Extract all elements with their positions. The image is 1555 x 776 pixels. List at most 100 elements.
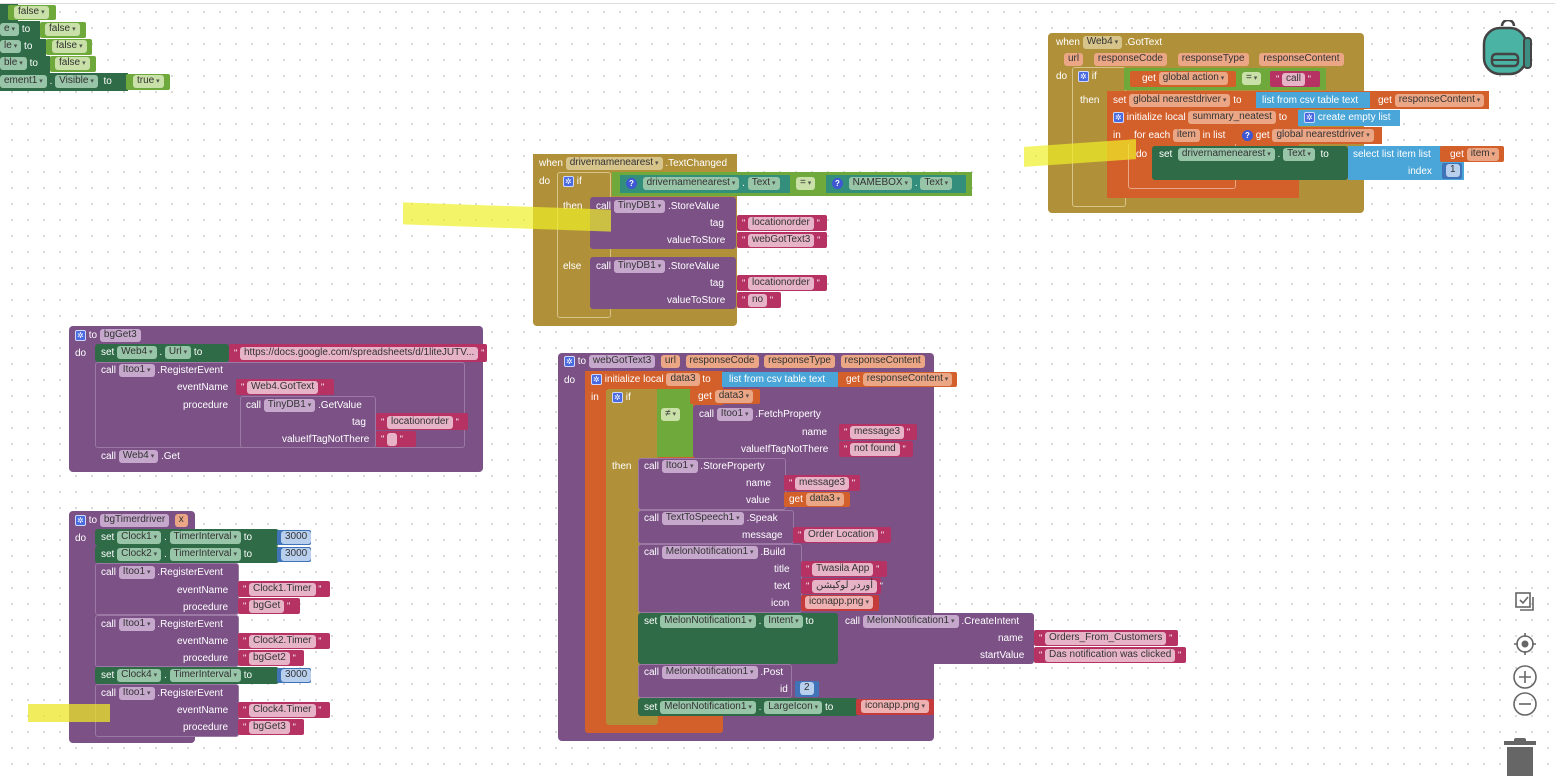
component-dropdown[interactable]: drivernamenearest xyxy=(1177,148,1275,161)
mutator-gear-icon[interactable] xyxy=(612,391,623,405)
operator-dropdown[interactable]: ≠ xyxy=(661,408,680,421)
tag-string[interactable]: locationorder xyxy=(386,415,453,429)
procedure-string[interactable]: bgGet3 xyxy=(248,720,290,734)
interval-value[interactable]: 3000 xyxy=(281,548,312,561)
clock-dropdown[interactable]: Clock1 xyxy=(117,531,162,544)
melon-dropdown[interactable]: MelonNotification1 xyxy=(661,546,758,559)
itoo-dropdown[interactable]: Itoo1 xyxy=(716,408,753,421)
interval-value[interactable]: 3000 xyxy=(281,669,312,682)
name-string[interactable]: message3 xyxy=(794,476,850,490)
mutator-gear-icon[interactable] xyxy=(1113,111,1124,125)
component-dropdown[interactable]: drivernamenearest xyxy=(642,177,740,190)
global-nearest-dropdown[interactable]: global nearestdriver xyxy=(1272,129,1374,142)
mutator-gear-icon[interactable] xyxy=(1304,111,1315,125)
intent-name-string[interactable]: Orders_From_Customers xyxy=(1044,631,1167,645)
help-icon[interactable]: ? xyxy=(626,178,637,189)
false-value[interactable]: false xyxy=(14,6,49,19)
itoo-dropdown[interactable]: Itoo1 xyxy=(118,618,155,631)
prop-dropdown[interactable]: le xyxy=(0,40,22,53)
global-action-dropdown[interactable]: global action xyxy=(1158,72,1229,85)
tts-dropdown[interactable]: TextToSpeech1 xyxy=(661,512,744,525)
interval-value[interactable]: 3000 xyxy=(281,531,312,544)
empty-string[interactable] xyxy=(386,432,397,446)
property-dropdown[interactable]: Url xyxy=(164,346,192,359)
param-responsecontent[interactable]: responseContent xyxy=(1259,53,1344,66)
local-name-field[interactable]: summary_neatest xyxy=(1188,111,1276,124)
procedure-string[interactable]: bgGet xyxy=(248,599,285,613)
text-string[interactable]: أوردر لوكيشن xyxy=(811,579,878,593)
index-value[interactable]: 1 xyxy=(1446,164,1460,177)
message-string[interactable]: Order Location xyxy=(803,528,879,542)
not-found-string[interactable]: not found xyxy=(849,442,900,456)
name-string[interactable]: message3 xyxy=(849,425,905,439)
itoo-dropdown[interactable]: Itoo1 xyxy=(118,566,155,579)
clock-dropdown[interactable]: Clock4 xyxy=(117,669,162,682)
large-icon-dropdown[interactable]: LargeIcon xyxy=(764,701,823,714)
true-value[interactable]: true xyxy=(133,75,164,88)
procedure-name-field[interactable]: bgTimerdriver xyxy=(99,514,170,527)
web-dropdown[interactable]: Web4 xyxy=(118,450,159,463)
procedure-name-field[interactable]: webGotText3 xyxy=(588,355,656,368)
db-dropdown[interactable]: TinyDB1 xyxy=(613,260,666,273)
component-dropdown[interactable]: NAMEBOX xyxy=(848,177,913,190)
operator-dropdown[interactable]: = xyxy=(796,177,816,190)
tag-string[interactable]: locationorder xyxy=(747,276,814,290)
component-dropdown[interactable]: Web4 xyxy=(117,346,157,359)
component-dropdown[interactable]: drivernamenearest xyxy=(565,157,663,170)
prop-dropdown[interactable]: ble xyxy=(0,57,27,70)
local-name-field[interactable]: data3 xyxy=(666,373,700,386)
timer-interval-dropdown[interactable]: TimerInterval xyxy=(169,669,241,682)
false-value[interactable]: false xyxy=(52,40,87,53)
zoom-out-icon[interactable] xyxy=(1512,691,1538,720)
component-dropdown[interactable]: ement1 xyxy=(0,75,47,88)
cleanup-icon[interactable] xyxy=(1514,591,1536,616)
item-var[interactable]: item xyxy=(1172,129,1200,142)
mutator-gear-icon[interactable] xyxy=(563,175,574,189)
param-responsecode[interactable]: responseCode xyxy=(1093,53,1167,66)
item-dropdown[interactable]: item xyxy=(1466,148,1500,161)
tag-string[interactable]: locationorder xyxy=(747,216,814,230)
call-string[interactable]: call xyxy=(1281,72,1305,86)
param-responsetype[interactable]: responseType xyxy=(764,355,835,368)
id-value[interactable]: 2 xyxy=(800,682,814,695)
itoo-dropdown[interactable]: Itoo1 xyxy=(118,364,155,377)
param-url[interactable]: url xyxy=(660,355,680,368)
property-dropdown[interactable]: Text xyxy=(920,177,953,190)
operator-dropdown[interactable]: = xyxy=(1242,72,1262,85)
response-content-dropdown[interactable]: responseContent xyxy=(862,373,953,386)
title-string[interactable]: Twasila App xyxy=(811,562,874,576)
component-dropdown[interactable]: Web4 xyxy=(1082,36,1123,49)
value-string[interactable]: webGotText3 xyxy=(747,233,815,247)
mutator-gear-icon[interactable] xyxy=(75,514,86,528)
backpack-icon[interactable] xyxy=(1480,18,1536,81)
mutator-gear-icon[interactable] xyxy=(564,355,575,369)
intent-dropdown[interactable]: Intent xyxy=(764,615,803,628)
procedure-string[interactable]: bgGet2 xyxy=(248,651,290,665)
property-dropdown[interactable]: Text xyxy=(1283,148,1315,161)
global-var-dropdown[interactable]: global nearestdriver xyxy=(1129,94,1231,107)
data3-dropdown[interactable]: data3 xyxy=(805,493,845,506)
mutator-gear-icon[interactable] xyxy=(75,329,86,343)
mutator-gear-icon[interactable] xyxy=(1078,70,1089,84)
false-value[interactable]: false xyxy=(55,57,90,70)
center-icon[interactable] xyxy=(1512,631,1538,660)
param-x[interactable]: x xyxy=(174,514,188,527)
itoo-dropdown[interactable]: Itoo1 xyxy=(118,687,155,700)
prop-dropdown[interactable]: e xyxy=(0,23,20,36)
param-responsetype[interactable]: responseType xyxy=(1177,53,1249,66)
large-icon-asset-dropdown[interactable]: iconapp.png xyxy=(861,700,929,713)
url-string[interactable]: https://docs.google.com/spreadsheets/d/1… xyxy=(239,346,479,360)
timer-interval-dropdown[interactable]: TimerInterval xyxy=(169,548,241,561)
false-value[interactable]: false xyxy=(45,23,80,36)
db-dropdown[interactable]: TinyDB1 xyxy=(613,200,666,213)
event-name-string[interactable]: Clock4.Timer xyxy=(248,703,316,717)
melon-dropdown[interactable]: MelonNotification1 xyxy=(660,615,756,628)
melon-dropdown[interactable]: MelonNotification1 xyxy=(661,666,758,679)
procedure-name-field[interactable]: bgGet3 xyxy=(99,329,141,342)
melon-dropdown[interactable]: MelonNotification1 xyxy=(660,701,756,714)
itoo-dropdown[interactable]: Itoo1 xyxy=(661,460,698,473)
help-icon[interactable]: ? xyxy=(1242,130,1253,141)
db-dropdown[interactable]: TinyDB1 xyxy=(263,399,316,412)
event-name-string[interactable]: Clock1.Timer xyxy=(248,582,316,596)
value-string[interactable]: no xyxy=(747,293,768,307)
